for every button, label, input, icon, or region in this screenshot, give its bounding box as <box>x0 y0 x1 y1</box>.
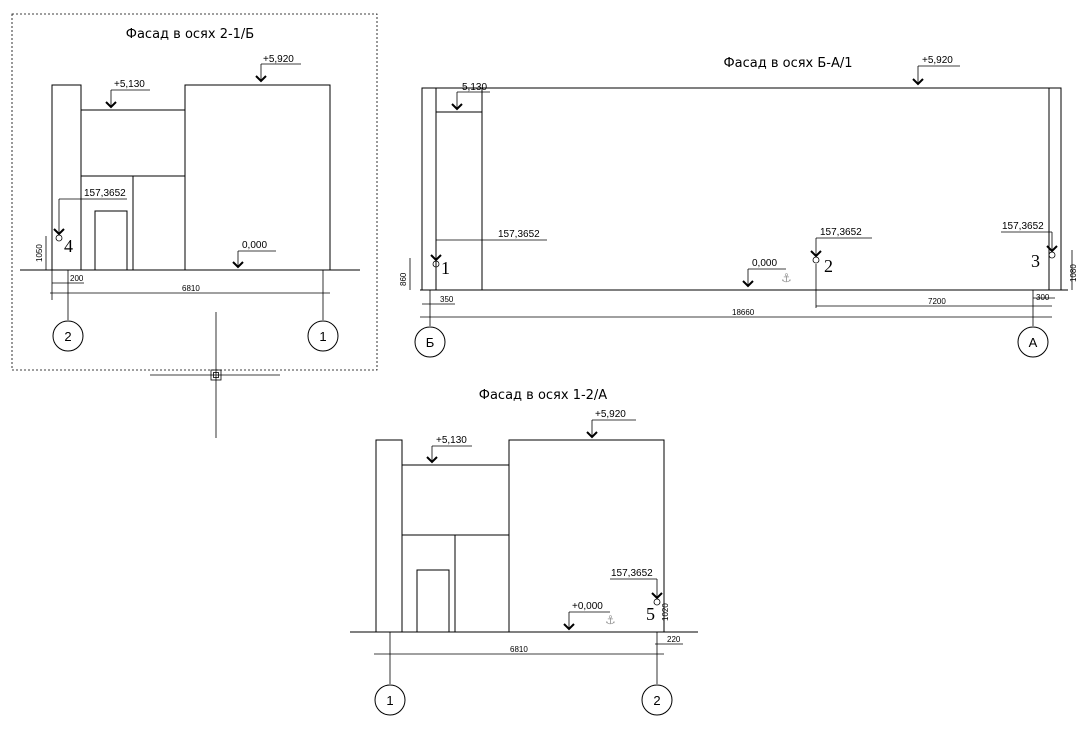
drawing-label: +0,000 <box>572 601 603 612</box>
point-elevation-mark: 157,3652 5 <box>610 568 663 624</box>
facade-1-2-a: Фасад в осях 1-2/А +5,920 +5,130 +0,000 <box>350 388 698 716</box>
drawing-label: 157,3652 <box>820 227 862 238</box>
point-elevation-mark: 157,3652 1 <box>430 229 547 278</box>
elevation-mark: +0,000 ⚓ <box>563 601 616 631</box>
elevation-mark: +5,130 <box>105 79 150 109</box>
elevation-mark: +5,130 <box>426 435 472 464</box>
drawing-label: 157,3652 <box>611 568 653 579</box>
point-elevation-mark: 157,3652 4 <box>53 188 127 256</box>
drawing-label: 157,3652 <box>1002 221 1044 232</box>
elevation-mark: +5,920 <box>586 409 636 439</box>
dimension-label: 220 <box>667 635 681 644</box>
point-number: 4 <box>64 236 73 256</box>
dimension-label: 200 <box>70 274 84 283</box>
dimension-label: 860 <box>399 272 408 286</box>
dimension-label: 350 <box>440 295 454 304</box>
drawing-label: 157,3652 <box>84 188 126 199</box>
selection-frame[interactable] <box>11 13 378 371</box>
dimension-label: 18660 <box>732 308 755 317</box>
anchor-icon: ⚓ <box>781 271 792 285</box>
pilaster <box>375 439 403 633</box>
drawing-label: 0,000 <box>242 240 267 251</box>
dimension-label: 6810 <box>510 645 528 654</box>
point-elevation-mark: 157,3652 2 <box>810 227 872 308</box>
drawing-label: 1 <box>319 329 326 344</box>
dimension-label: 1080 <box>1069 264 1078 282</box>
dimension-label: 300 <box>1036 293 1050 302</box>
elevation-mark: +5,920 <box>255 54 301 83</box>
elevation-mark: 0,000 <box>232 240 276 269</box>
elevation-mark: 5,130 <box>451 82 490 111</box>
axis-bubble <box>414 326 446 358</box>
pilaster <box>421 87 437 291</box>
drawing-label: +5,130 <box>114 79 145 90</box>
dimension-label: 6810 <box>182 284 200 293</box>
drawing-label: А <box>1029 335 1038 350</box>
drawing-label: +5,920 <box>263 54 294 65</box>
drawing-label: 2 <box>653 693 660 708</box>
drawing-label: 0,000 <box>752 258 777 269</box>
facade-2-1-b: Фасад в осях 2-1/Б +5,920 +5,130 0,00 <box>11 13 378 371</box>
door <box>416 569 450 633</box>
facade-title: Фасад в осях 2-1/Б <box>126 27 254 42</box>
point-number: 1 <box>441 258 450 278</box>
drawing-label: 2 <box>64 329 71 344</box>
facade-b-a-1: Фасад в осях Б-А/1 +5,920 5,130 0,000 ⚓ <box>399 55 1078 358</box>
axis-bubble <box>374 684 406 716</box>
ucs-crosshair-icon[interactable] <box>150 312 280 438</box>
drawing-label: 157,3652 <box>498 229 540 240</box>
elevation-mark: 0,000 ⚓ <box>742 258 792 288</box>
dimension-label: 7200 <box>928 297 946 306</box>
point-number: 3 <box>1031 251 1040 271</box>
dimension-label: 1020 <box>661 603 670 621</box>
anchor-icon: ⚓ <box>605 613 616 627</box>
drawing-label: 5,130 <box>462 82 487 93</box>
drawing-label: +5,130 <box>436 435 467 446</box>
pilaster <box>1048 87 1062 291</box>
door <box>94 210 128 271</box>
facade-title: Фасад в осях 1-2/А <box>479 388 608 403</box>
drawing-label: +5,920 <box>922 55 953 66</box>
facade-title: Фасад в осях Б-А/1 <box>723 56 852 71</box>
point-number: 2 <box>824 256 833 276</box>
axis-bubble <box>1017 326 1049 358</box>
point-elevation-mark: 157,3652 3 <box>1001 221 1058 271</box>
point-number: 5 <box>646 604 655 624</box>
axis-bubble <box>52 320 84 352</box>
drawing-label: 1 <box>386 693 393 708</box>
dimension-label: 1050 <box>35 244 44 262</box>
drawing-label: +5,920 <box>595 409 626 420</box>
axis-bubble <box>641 684 673 716</box>
elevation-mark: +5,920 <box>912 55 960 86</box>
axis-bubble <box>307 320 339 352</box>
drawing-label: Б <box>426 335 435 350</box>
